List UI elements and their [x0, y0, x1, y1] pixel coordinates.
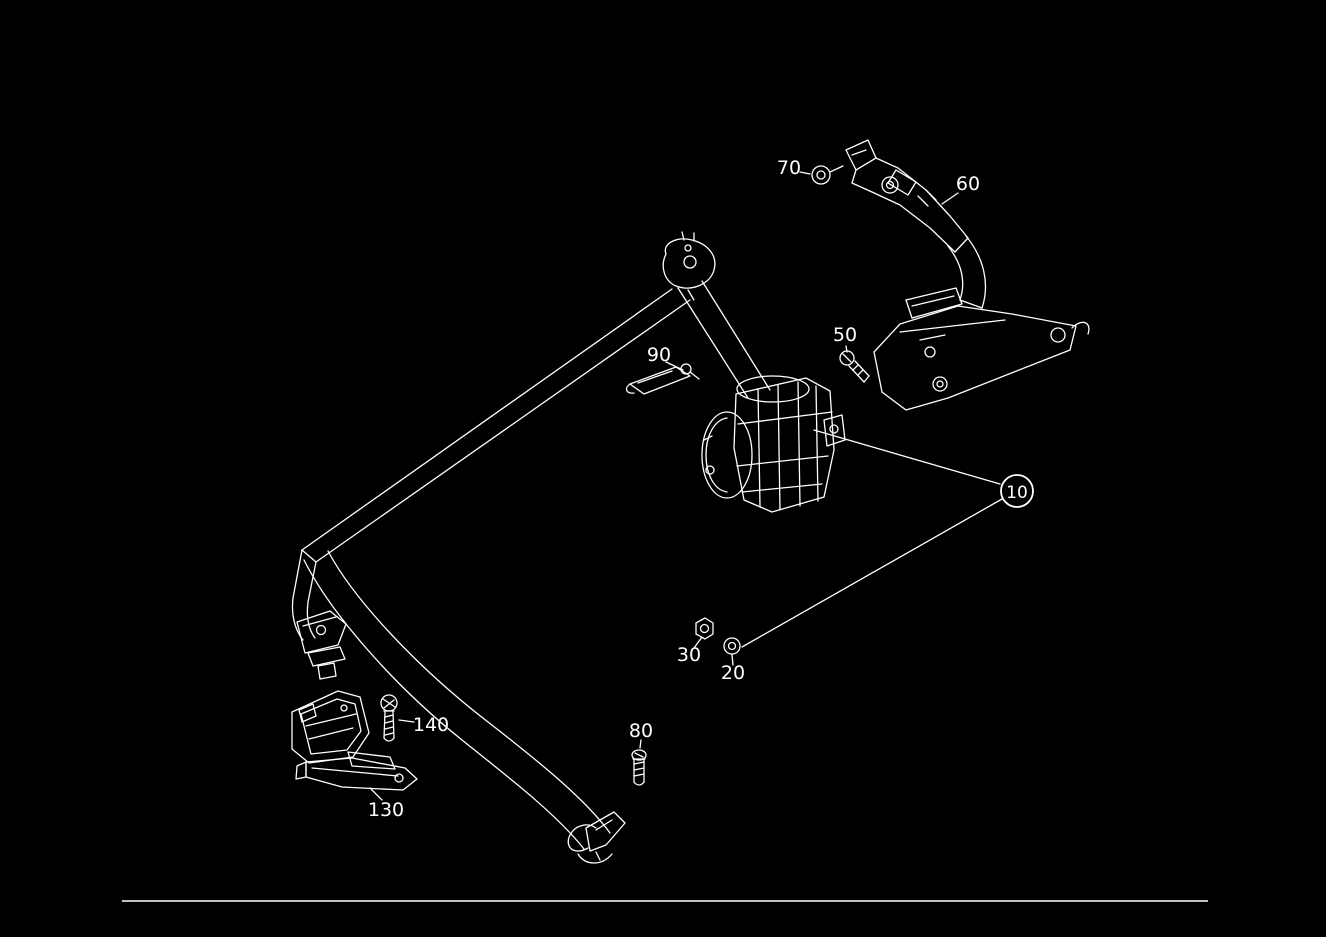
retractor [677, 280, 846, 513]
belt-end-fitting [567, 811, 626, 864]
nut-30 [695, 617, 714, 640]
bolt-80 [631, 749, 647, 786]
callout-label-30: 30 [677, 644, 701, 666]
callout-10: 10 [1000, 474, 1034, 508]
upper-anchor-bracket [851, 157, 1090, 411]
callout-label-10: 10 [1006, 483, 1028, 503]
bolt-140 [380, 694, 398, 742]
callout-label-60: 60 [956, 173, 980, 195]
screw-50 [839, 350, 870, 383]
callout-label-70: 70 [777, 157, 801, 179]
callout-label-20: 20 [721, 662, 745, 684]
lower-left-anchor [296, 610, 347, 680]
buckle-assembly [291, 690, 418, 791]
callout-leader-lines [369, 171, 1003, 801]
guide-bracket-90 [625, 363, 700, 395]
callout-label-140: 140 [413, 714, 449, 736]
washer-20 [723, 637, 741, 655]
callout-label-50: 50 [833, 324, 857, 346]
belt-top-loop [662, 231, 716, 301]
callout-label-130: 130 [368, 799, 404, 821]
belt-webbing [291, 288, 691, 850]
upper-anchor-bolt [811, 139, 877, 185]
callout-label-90: 90 [647, 344, 671, 366]
callout-label-80: 80 [629, 720, 653, 742]
